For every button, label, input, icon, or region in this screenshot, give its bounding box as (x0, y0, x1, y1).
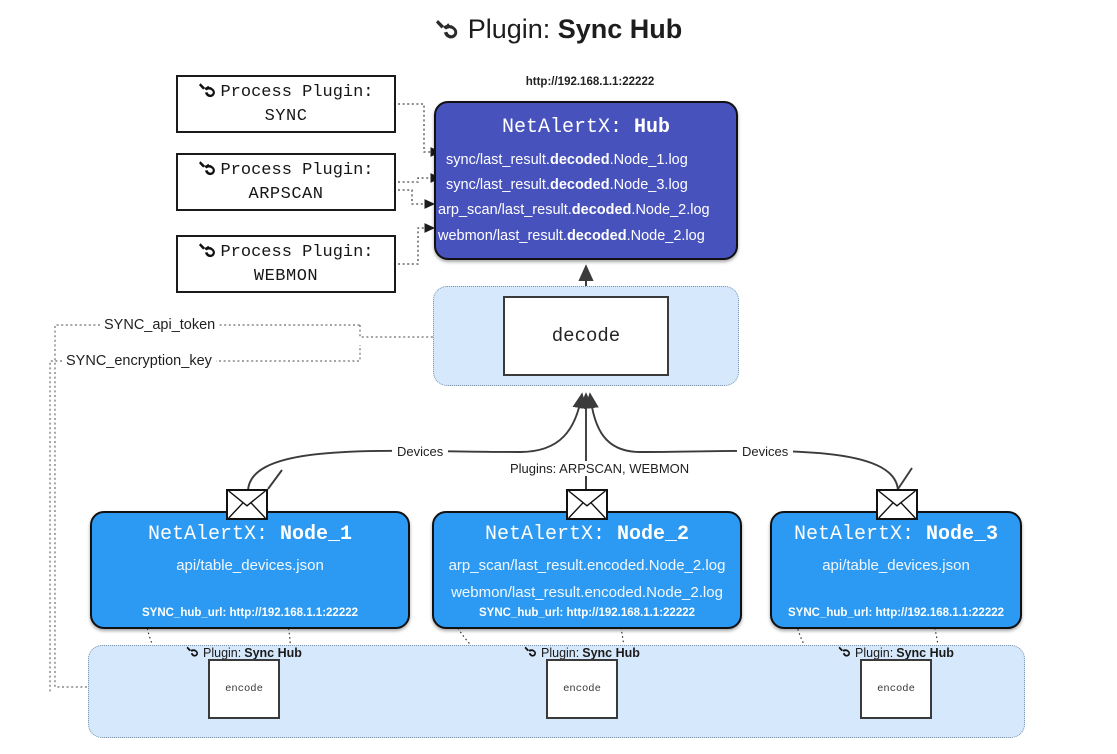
title-name: Sync Hub (557, 14, 683, 44)
sync-api-token-label: SYNC_api_token (100, 317, 220, 333)
node-resource-line: api/table_devices.json (822, 557, 970, 574)
log-post: .Node_2.log (631, 202, 710, 219)
title-prefix: Plugin: (467, 14, 551, 44)
plug-icon (198, 81, 218, 107)
node-title-prefix: NetAlertX: (793, 523, 914, 546)
log-em: decoded (549, 177, 610, 194)
plug-icon (186, 645, 200, 661)
plug-icon (435, 17, 461, 48)
log-post: .Node_1.log (609, 152, 688, 168)
process-plugin-name: SYNC (264, 106, 308, 126)
node-hub-url-label: SYNC_hub_url: http://192.168.1.1:22222 (141, 607, 359, 619)
node-box-node-2[interactable]: NetAlertX: Node_2 arp_scan/last_result.e… (432, 511, 742, 629)
encode-box[interactable]: encode (546, 659, 618, 719)
encode-plugin-prefix: Plugin: (203, 646, 242, 660)
node-box-node-1[interactable]: NetAlertX: Node_1 api/table_devices.json… (90, 511, 410, 629)
node-title-name: Node_3 (926, 523, 999, 546)
page-title: Plugin: Sync Hub (0, 14, 1117, 48)
edge-label-devices-right: Devices (737, 444, 794, 459)
log-pre: arp_scan/last_result. (438, 202, 572, 219)
process-plugin-arpscan[interactable]: Process Plugin: ARPSCAN (176, 153, 396, 211)
node-title: NetAlertX: Node_2 (434, 523, 740, 546)
node-resource-line: api/table_devices.json (176, 557, 324, 574)
log-post: .Node_3.log (609, 177, 688, 194)
node-title: NetAlertX: Node_3 (772, 523, 1020, 546)
node-hub-url-label: SYNC_hub_url: http://192.168.1.1:22222 (787, 607, 1005, 619)
hub-title: NetAlertX: Hub (436, 116, 736, 139)
hub-box[interactable]: NetAlertX: Hub sync/last_result.decoded.… (434, 101, 738, 260)
node-title-name: Node_2 (617, 523, 690, 546)
log-post: .Node_2.log (626, 227, 705, 244)
envelope-icon (876, 489, 918, 520)
node-title: NetAlertX: Node_1 (92, 523, 408, 546)
encode-plugin-prefix: Plugin: (855, 646, 894, 660)
hub-log-row: arp_scan/last_result.decoded.Node_2.log (436, 198, 736, 223)
encode-plugin-name: Sync Hub (896, 646, 954, 660)
encode-box[interactable]: encode (860, 659, 932, 719)
hub-url-label: http://192.168.1.1:22222 (525, 76, 655, 88)
node-title-prefix: NetAlertX: (147, 523, 268, 546)
edge-label-plugins: Plugins: ARPSCAN, WEBMON (505, 461, 695, 476)
log-em: decoded (549, 152, 610, 168)
log-pre: webmon/last_result. (438, 227, 567, 244)
plug-icon (198, 241, 218, 267)
process-plugin-name: WEBMON (253, 266, 319, 286)
plug-icon (524, 645, 538, 661)
encode-box[interactable]: encode (208, 659, 280, 719)
process-plugin-label: Process Plugin: (220, 161, 374, 181)
hub-log-row: sync/last_result.decoded.Node_3.log (436, 173, 736, 198)
encode-plugin-name: Sync Hub (582, 646, 640, 660)
process-plugin-webmon[interactable]: Process Plugin: WEBMON (176, 235, 396, 293)
hub-title-prefix: NetAlertX: (501, 116, 622, 139)
hub-log-list: sync/last_result.decoded.Node_1.log sync… (436, 148, 736, 249)
encode-plugin-prefix: Plugin: (541, 646, 580, 660)
hub-title-name: Hub (634, 116, 671, 139)
process-plugin-sync[interactable]: Process Plugin: SYNC (176, 75, 396, 133)
node-hub-url-label: SYNC_hub_url: http://192.168.1.1:22222 (478, 607, 696, 619)
hub-log-row: webmon/last_result.decoded.Node_2.log (436, 224, 736, 249)
sync-encryption-key-label: SYNC_encryption_key (62, 353, 216, 369)
node-title-prefix: NetAlertX: (484, 523, 605, 546)
edge-label-devices-left: Devices (392, 444, 449, 459)
log-em: decoded (571, 202, 632, 219)
log-em: decoded (566, 227, 627, 244)
log-pre: sync/last_result. (446, 177, 550, 194)
encode-plugin-name: Sync Hub (244, 646, 302, 660)
process-plugin-name: ARPSCAN (248, 184, 324, 204)
node-resource-line: arp_scan/last_result.encoded.Node_2.log (448, 557, 726, 574)
node-resource-line: webmon/last_result.encoded.Node_2.log (451, 584, 723, 602)
plug-icon (838, 645, 852, 661)
node-box-node-3[interactable]: NetAlertX: Node_3 api/table_devices.json… (770, 511, 1022, 629)
envelope-icon (226, 489, 268, 520)
process-plugin-label: Process Plugin: (220, 83, 374, 103)
envelope-icon (566, 489, 608, 520)
log-pre: sync/last_result. (446, 152, 550, 168)
hub-log-row: sync/last_result.decoded.Node_1.log (436, 148, 736, 173)
process-plugin-label: Process Plugin: (220, 243, 374, 263)
decode-box[interactable]: decode (503, 296, 669, 376)
plug-icon (198, 159, 218, 185)
node-title-name: Node_1 (280, 523, 353, 546)
